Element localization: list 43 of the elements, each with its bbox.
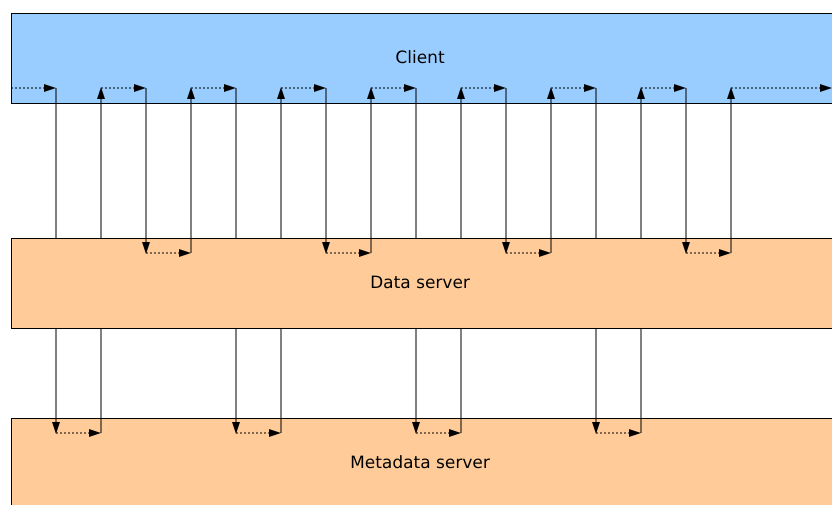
- dotted-arrow: [550, 84, 596, 92]
- arrow: [277, 87, 285, 238]
- dotted-arrow: [236, 429, 281, 437]
- arrow: [322, 88, 330, 254]
- box-title: Client: [395, 46, 446, 70]
- arrow: [187, 87, 195, 254]
- arrow: [52, 328, 60, 434]
- dotted-arrow: [370, 84, 416, 92]
- arrow: [457, 87, 465, 238]
- server-box: [11, 13, 832, 104]
- arrow: [232, 328, 240, 434]
- dotted-arrow: [280, 84, 326, 92]
- dotted-arrow: [640, 84, 686, 92]
- arrow: [142, 88, 150, 254]
- arrow: [592, 328, 600, 434]
- arrow: [502, 88, 510, 254]
- line: [460, 328, 462, 434]
- arrow: [547, 87, 555, 254]
- arrow: [682, 88, 690, 254]
- dotted-arrow: [190, 84, 236, 92]
- arrow: [727, 87, 735, 254]
- dotted-arrow: [596, 429, 641, 437]
- line: [640, 328, 642, 434]
- arrow: [637, 87, 645, 238]
- arrow: [97, 87, 105, 238]
- line: [280, 328, 282, 434]
- dotted-arrow: [10, 84, 56, 92]
- dotted-arrow: [56, 429, 101, 437]
- dotted-arrow: [686, 249, 731, 257]
- arrow: [412, 328, 420, 434]
- arrow: [367, 87, 375, 254]
- dotted-arrow: [146, 249, 191, 257]
- server-box: [11, 418, 832, 505]
- dotted-arrow: [460, 84, 506, 92]
- server-box: [11, 238, 832, 329]
- line: [100, 328, 102, 434]
- dotted-arrow: [416, 429, 461, 437]
- dotted-arrow: [326, 249, 371, 257]
- dotted-arrow: [730, 84, 832, 92]
- box-title: Metadata server: [350, 452, 491, 475]
- box-title: Data server: [370, 272, 471, 295]
- dotted-arrow: [506, 249, 551, 257]
- dotted-arrow: [100, 84, 146, 92]
